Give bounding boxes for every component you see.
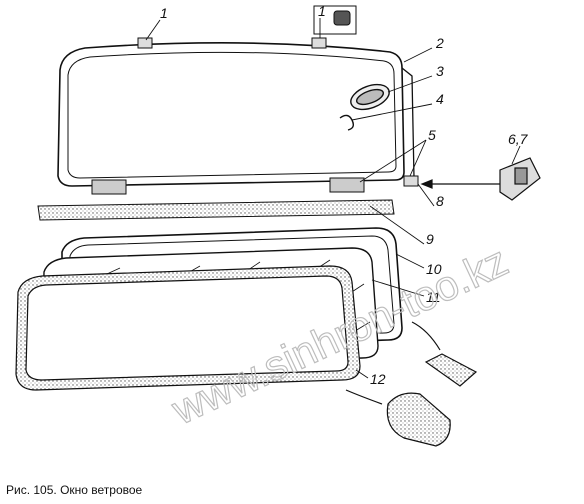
callout-8: 8 (436, 193, 444, 209)
hinge-top-left (137, 37, 153, 49)
mirror-clip (339, 114, 355, 131)
callout-1-inset: 1 (318, 3, 326, 19)
hinge-detail-inset (313, 5, 357, 35)
callout-9: 9 (426, 231, 434, 247)
assembly-arrows (345, 321, 441, 405)
seal-section-detail (424, 353, 478, 387)
lower-hinge-left (91, 179, 127, 195)
callout-1-top-left: 1 (160, 5, 168, 21)
latch-assembly (499, 157, 541, 201)
callout-11: 11 (426, 289, 441, 305)
callout-12: 12 (370, 371, 386, 387)
latch-arrow (420, 179, 500, 189)
gasket-section-detail (386, 392, 451, 447)
leader-lines (145, 18, 521, 379)
callout-3: 3 (436, 63, 444, 79)
rearview-mirror (350, 83, 390, 111)
callout-4: 4 (436, 91, 444, 107)
rubber-gasket (15, 265, 361, 391)
windshield-frame (57, 42, 415, 187)
callout-10: 10 (426, 261, 442, 277)
callout-2: 2 (435, 35, 444, 51)
lower-hinge-right (329, 177, 365, 193)
figure-caption: Рис. 105. Окно ветровое (6, 483, 143, 497)
bracket (403, 175, 419, 187)
hinge-top-right (311, 37, 327, 49)
callout-6-7: 6,7 (508, 131, 529, 147)
callout-5: 5 (428, 127, 436, 143)
seal-strip (37, 199, 395, 221)
